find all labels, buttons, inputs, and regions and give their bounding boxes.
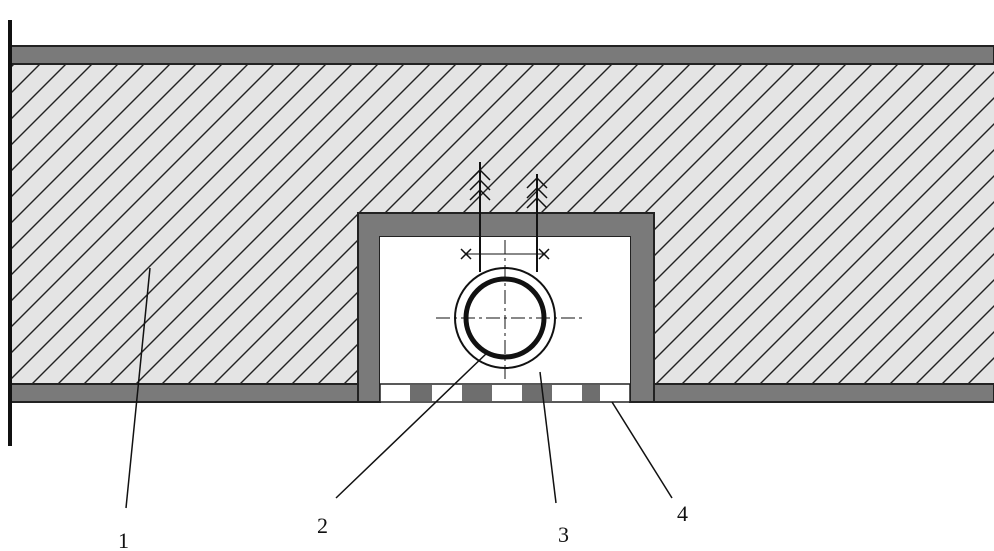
label-4: 4 (677, 501, 688, 526)
label-3: 3 (558, 522, 569, 547)
strip-block (462, 385, 492, 401)
top-plate (9, 45, 994, 65)
strip-block (582, 385, 600, 401)
anchor-mark-left (469, 168, 491, 201)
strip-block (410, 385, 432, 401)
perforated-strip (379, 383, 631, 403)
bottom-plate-left (9, 383, 359, 403)
label-2: 2 (317, 513, 328, 538)
pipe-centerlines (436, 240, 586, 380)
anchor-mark-right (526, 176, 548, 209)
bottom-plate-right (653, 383, 994, 403)
strip-block (522, 385, 552, 401)
label-1: 1 (118, 528, 129, 551)
leader-lines (125, 267, 673, 509)
